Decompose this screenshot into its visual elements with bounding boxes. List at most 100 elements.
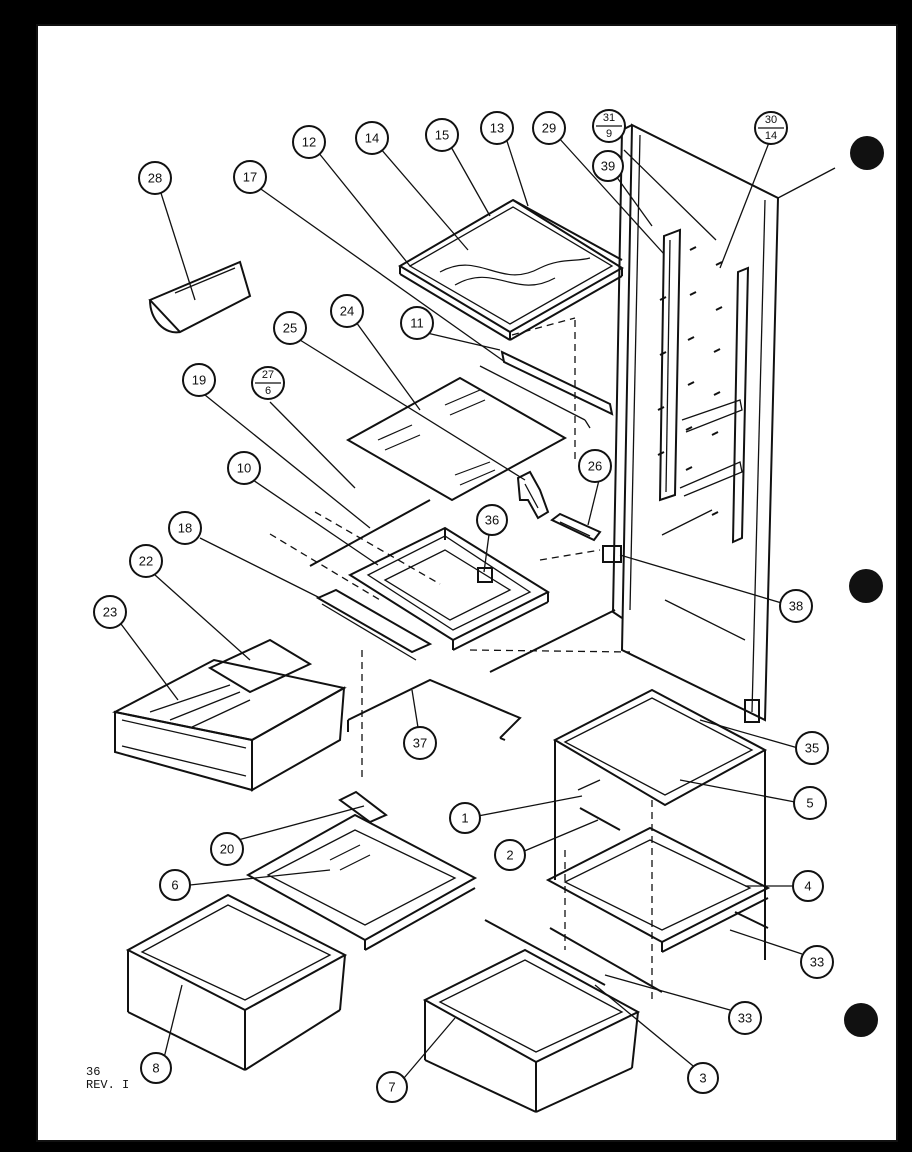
cabinet-liner-wall xyxy=(611,123,836,723)
callout-29: 29 xyxy=(532,111,566,145)
binder-hole-bottom xyxy=(844,1003,878,1037)
callout-label: 1 xyxy=(461,811,468,826)
revision-label: REV. I xyxy=(86,1078,130,1092)
callout-30-14: 30 14 xyxy=(754,111,788,145)
callout-10: 10 xyxy=(227,451,261,485)
callout-label: 19 xyxy=(192,373,206,388)
callout-label-bottom: 14 xyxy=(765,130,777,142)
rail-right xyxy=(489,609,616,673)
hidden-line xyxy=(269,533,381,601)
glass-shelf-24 xyxy=(345,376,568,502)
callout-28: 28 xyxy=(138,161,172,195)
callout-label: 11 xyxy=(410,316,424,331)
callout-label: 26 xyxy=(588,459,602,474)
callout-23: 23 xyxy=(93,595,127,629)
hidden-line xyxy=(539,549,601,561)
hidden-line xyxy=(469,649,631,653)
callout-label: 35 xyxy=(805,741,819,756)
crisper-frame-10 xyxy=(347,526,551,651)
callout-19: 19 xyxy=(182,363,216,397)
page-number-block: 36 REV. I xyxy=(86,1066,129,1092)
callout-label: 20 xyxy=(220,842,234,857)
drawer-frame-35 xyxy=(552,688,768,960)
callout-label: 17 xyxy=(243,170,257,185)
drawer-8 xyxy=(125,893,348,1071)
callout-label: 10 xyxy=(237,461,251,476)
hidden-line xyxy=(314,511,441,585)
callout-15: 15 xyxy=(425,118,459,152)
callout-label-top: 30 xyxy=(765,114,777,126)
callout-22: 22 xyxy=(129,544,163,578)
drawing-sheet xyxy=(36,24,898,1142)
callout-24: 24 xyxy=(330,294,364,328)
callout-label-bottom: 9 xyxy=(606,128,612,140)
callout-label-bottom: 6 xyxy=(265,385,271,397)
crisper-pan-22-23 xyxy=(112,638,347,792)
callout-17: 17 xyxy=(233,160,267,194)
callout-39: 39 xyxy=(592,150,624,182)
callout-25: 25 xyxy=(273,311,307,345)
shelf-rail-11 xyxy=(479,350,614,429)
rail-2 xyxy=(579,807,621,831)
callout-label: 24 xyxy=(340,304,354,319)
callout-label: 38 xyxy=(789,599,803,614)
callout-label: 13 xyxy=(490,121,504,136)
callout-label: 22 xyxy=(139,554,153,569)
drawer-cover-4 xyxy=(545,826,771,953)
slide-38 xyxy=(602,545,622,563)
callout-label: 28 xyxy=(148,171,162,186)
callout-label: 33 xyxy=(810,955,824,970)
callout-label-top: 27 xyxy=(262,369,274,381)
callout-6: 6 xyxy=(159,869,191,901)
callout-13: 13 xyxy=(480,111,514,145)
callout-18: 18 xyxy=(168,511,202,545)
handle-20 xyxy=(338,790,388,824)
callout-4: 4 xyxy=(792,870,824,902)
rail-33b xyxy=(734,911,769,929)
callout-label: 2 xyxy=(506,848,513,863)
callout-3: 3 xyxy=(687,1062,719,1094)
callout-label: 4 xyxy=(804,879,811,894)
callout-label: 29 xyxy=(542,121,556,136)
callout-7: 7 xyxy=(376,1071,408,1103)
callout-26: 26 xyxy=(578,449,612,483)
hidden-line xyxy=(511,317,576,336)
top-glass-shelf-assembly xyxy=(398,198,624,341)
callout-label: 3 xyxy=(699,1071,706,1086)
callout-label-top: 31 xyxy=(603,112,615,124)
callout-1: 1 xyxy=(449,802,481,834)
callout-38: 38 xyxy=(779,589,813,623)
callout-12: 12 xyxy=(292,125,326,159)
bracket-26 xyxy=(550,512,602,542)
callout-14: 14 xyxy=(355,121,389,155)
callout-label: 6 xyxy=(171,878,178,893)
drawer-7 xyxy=(422,948,641,1113)
callout-label: 25 xyxy=(283,321,297,336)
callout-label: 36 xyxy=(485,513,499,528)
callout-33-upper: 33 xyxy=(800,945,834,979)
rail-19 xyxy=(309,499,431,567)
callout-2: 2 xyxy=(494,839,526,871)
bracket-37 xyxy=(347,678,522,741)
callout-label: 39 xyxy=(601,159,615,174)
callout-8: 8 xyxy=(140,1052,172,1084)
callout-label: 15 xyxy=(435,128,449,143)
callout-label: 23 xyxy=(103,605,117,620)
callout-37: 37 xyxy=(403,726,437,760)
callout-label: 7 xyxy=(388,1080,395,1095)
callout-35: 35 xyxy=(795,731,829,765)
callout-label: 5 xyxy=(806,796,813,811)
binder-hole-top xyxy=(850,136,884,170)
rail-3 xyxy=(484,919,606,986)
callout-label: 33 xyxy=(738,1011,752,1026)
callout-5: 5 xyxy=(793,786,827,820)
callout-33-lower: 33 xyxy=(728,1001,762,1035)
callout-label: 14 xyxy=(365,131,379,146)
ladder-slots xyxy=(657,246,723,516)
leader-lines xyxy=(117,136,803,1079)
bin-28 xyxy=(148,260,252,334)
page-number: 36 xyxy=(86,1065,101,1079)
callout-label: 8 xyxy=(152,1061,159,1076)
